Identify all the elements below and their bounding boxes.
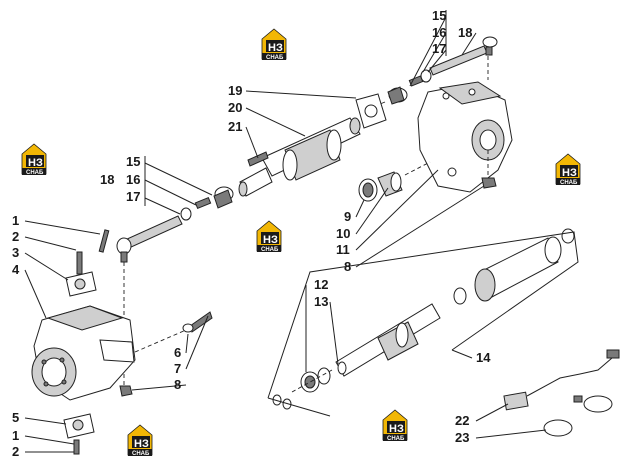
sensor-connector [606,349,620,359]
callout-10: 10 [336,226,350,241]
tie-rod-left [124,215,183,249]
steering-knuckle-left [31,229,213,455]
callout-16-top: 16 [432,25,446,40]
callout-5: 5 [12,410,19,425]
ball-stud-left [120,251,128,263]
callout-2-top: 2 [12,229,19,244]
logo-watermark-4: НЗ СНАБ [256,220,282,253]
logo-caption: СНАБ [26,170,44,176]
bolt-2-bottom [73,439,80,455]
nut-17-left [180,207,192,221]
nut-8-left [119,385,133,397]
callout-labels: 15 16 17 18 19 20 21 15 16 17 18 1 2 3 4… [12,8,491,459]
callout-11: 11 [336,242,350,257]
knuckle-arm [99,339,135,363]
callout-18-left: 18 [100,172,114,187]
tie-rod-left-assembly [116,186,234,385]
logo-letters: НЗ [134,438,149,450]
callout-8-left: 8 [174,377,181,392]
logo-letters: НЗ [389,423,404,435]
logo-watermark-5: НЗ СНАБ [382,409,408,442]
callout-17-left: 17 [126,189,140,204]
callout-7: 7 [174,361,181,376]
logo-letters: НЗ [268,42,283,54]
sleeve-15-top-body [387,86,405,105]
callout-1-top: 1 [12,213,19,228]
knuckle-left-top [46,305,124,331]
nut-8-right [481,177,497,189]
logo-caption: СНАБ [266,55,284,61]
bushing-assembly [358,161,431,202]
callout-13: 13 [314,294,328,309]
callout-19: 19 [228,83,242,98]
logo-watermark-6: НЗ СНАБ [127,424,153,457]
pin-1-top [98,229,110,253]
washer-6 [182,323,194,333]
logo-caption: СНАБ [261,247,279,253]
lower-axle-assembly [267,228,579,417]
callout-22: 22 [455,413,469,428]
callout-16-left: 16 [126,172,140,187]
sensor-assembly [503,349,620,437]
sleeve-15-left-body [213,189,233,209]
thread-16-top [408,75,424,87]
bolt-21 [247,151,269,167]
callout-21: 21 [228,119,242,134]
callout-20: 20 [228,100,242,115]
logo-caption: СНАБ [387,436,405,442]
tie-rod-top-assembly [359,36,498,113]
steering-knuckle-right [417,81,513,193]
callout-15-top: 15 [432,8,446,23]
logo-watermark-2: НЗ СНАБ [21,143,47,176]
logo-letters: НЗ [263,234,278,246]
callout-8-right: 8 [344,259,351,274]
thread-16-left [194,196,212,210]
callout-12: 12 [314,277,328,292]
callout-14: 14 [476,350,491,365]
callout-18-top: 18 [458,25,472,40]
callout-6: 6 [174,345,181,360]
logo-caption: СНАБ [560,180,578,186]
center-shaft-assembly [238,93,387,197]
logo-letters: НЗ [562,167,577,179]
logo-watermark-1: НЗ СНАБ [261,28,287,61]
clamp-23 [543,419,573,437]
bolt-2-top [76,251,83,275]
callout-1-bottom: 1 [12,428,19,443]
callout-15-left: 15 [126,154,140,169]
nut-17-top [420,69,432,83]
logo-watermark-3: НЗ СНАБ [555,153,581,186]
callout-9: 9 [344,209,351,224]
callout-23: 23 [455,430,469,445]
callout-17-top: 17 [432,41,446,56]
callout-3: 3 [12,245,19,260]
ball-stud-top [485,46,493,56]
logo-caption: СНАБ [132,451,150,457]
clamp-23-b [583,395,613,413]
callout-2-bottom: 2 [12,444,19,459]
logo-letters: НЗ [28,157,43,169]
leader-lines [24,10,547,453]
callout-4: 4 [12,262,20,277]
sensor-22 [503,391,529,411]
ball-joint-top [482,36,498,48]
